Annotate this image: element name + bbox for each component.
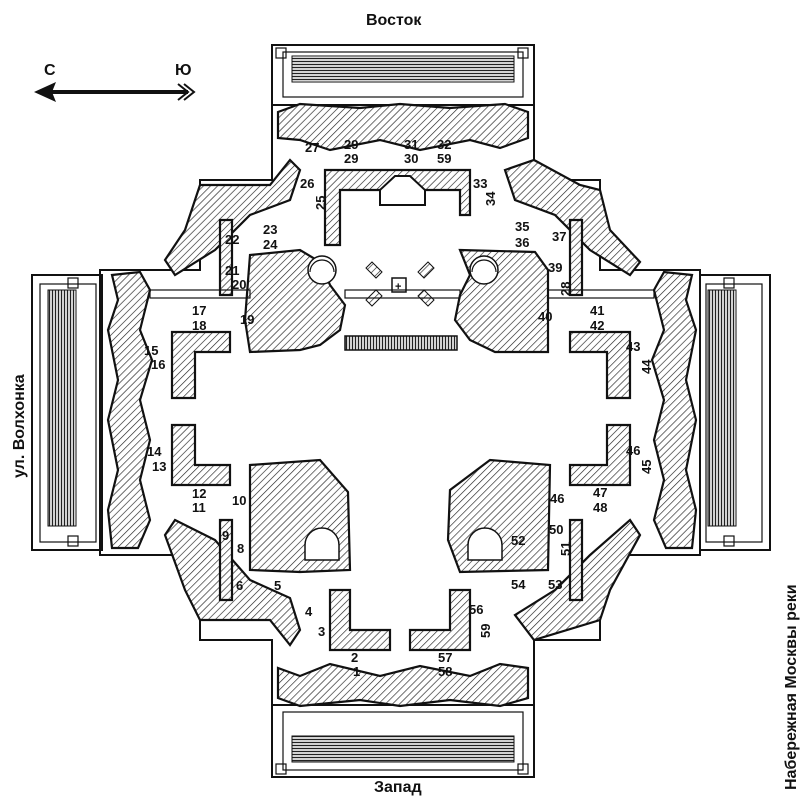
room-13: 13 — [152, 459, 166, 474]
room-39: 39 — [548, 260, 562, 275]
room-27: 27 — [305, 140, 319, 155]
spiral-stairs — [304, 255, 503, 561]
embankment-label: Набережная Москвы реки — [783, 584, 800, 790]
room-28: 28 — [558, 282, 573, 296]
room-29-upper: 29 — [344, 137, 358, 152]
north-porch — [31, 274, 103, 551]
room-34: 34 — [483, 191, 498, 206]
room-11: 11 — [192, 500, 206, 515]
room-54: 54 — [511, 577, 526, 592]
svg-text:+: + — [395, 281, 401, 293]
room-33: 33 — [473, 176, 487, 191]
room-41: 41 — [590, 303, 604, 318]
room-42: 42 — [590, 318, 604, 333]
room-46-left: 46 — [550, 491, 564, 506]
room-57: 57 — [438, 650, 452, 665]
room-5: 5 — [274, 578, 281, 593]
room-59-top: 59 — [437, 151, 451, 166]
room-45: 45 — [639, 460, 654, 474]
west-porch — [271, 704, 535, 778]
room-24: 24 — [263, 237, 278, 252]
room-37: 37 — [552, 229, 566, 244]
room-30: 30 — [404, 151, 418, 166]
room-12: 12 — [192, 486, 206, 501]
room-50: 50 — [549, 522, 563, 537]
room-35: 35 — [515, 219, 529, 234]
room-52: 52 — [511, 533, 525, 548]
room-32: 32 — [437, 137, 451, 152]
south-porch — [699, 274, 771, 551]
room-10: 10 — [232, 493, 246, 508]
room-59-lower: 59 — [478, 624, 493, 638]
room-44: 44 — [639, 359, 654, 374]
room-40: 40 — [538, 309, 552, 324]
walls — [106, 102, 698, 708]
room-labels: 1 2 3 4 5 6 8 9 10 11 12 13 14 15 16 17 … — [144, 137, 654, 679]
room-26: 26 — [300, 176, 314, 191]
south-label: Ю — [175, 62, 192, 79]
room-46-right: 46 — [626, 443, 640, 458]
room-17: 17 — [192, 303, 206, 318]
room-22: 22 — [225, 232, 239, 247]
room-8: 8 — [237, 541, 244, 556]
room-21: 21 — [225, 263, 239, 278]
east-porch — [271, 44, 535, 106]
room-31: 31 — [404, 137, 418, 152]
room-4: 4 — [305, 604, 313, 619]
room-16: 16 — [151, 357, 165, 372]
room-36: 36 — [515, 235, 529, 250]
east-label: Восток — [366, 12, 422, 29]
room-18: 18 — [192, 318, 206, 333]
room-6: 6 — [236, 578, 243, 593]
north-label: С — [44, 62, 56, 79]
street-volkhonka: ул. Волхонка — [11, 374, 28, 478]
room-53: 53 — [548, 577, 562, 592]
room-3: 3 — [318, 624, 325, 639]
room-47: 47 — [593, 485, 607, 500]
room-15: 15 — [144, 343, 158, 358]
room-43: 43 — [626, 339, 640, 354]
room-51: 51 — [558, 542, 573, 556]
room-19: 19 — [240, 312, 254, 327]
room-23: 23 — [263, 222, 277, 237]
room-29-lower: 29 — [344, 151, 358, 166]
compass-arrow: С Ю — [34, 62, 196, 102]
room-58: 58 — [438, 664, 452, 679]
room-14: 14 — [147, 444, 162, 459]
west-label: Запад — [374, 779, 422, 796]
room-20: 20 — [232, 277, 246, 292]
room-25: 25 — [313, 196, 328, 210]
room-2: 2 — [351, 650, 358, 665]
room-9: 9 — [222, 528, 229, 543]
room-48: 48 — [593, 500, 607, 515]
altar: + — [149, 175, 655, 351]
room-56: 56 — [469, 602, 483, 617]
room-1: 1 — [353, 664, 360, 679]
